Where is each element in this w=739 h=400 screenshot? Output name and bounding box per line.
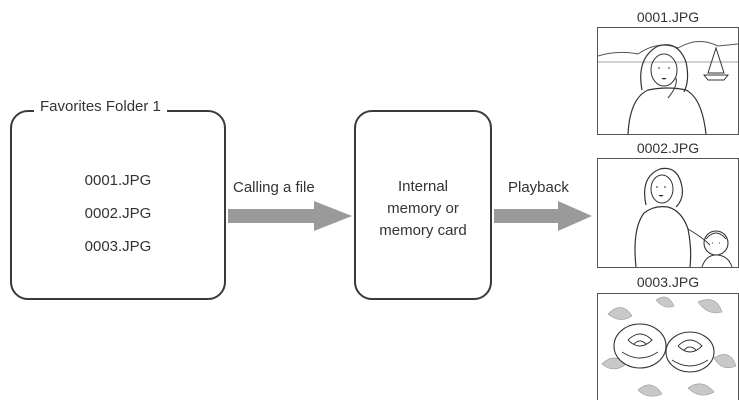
folder-file-item: 0001.JPG xyxy=(84,172,152,189)
memory-label-line: Internal xyxy=(397,178,449,195)
thumbnail-image-1 xyxy=(597,27,739,135)
thumbnail-caption: 0001.JPG xyxy=(636,9,700,25)
playback-arrow xyxy=(494,201,592,231)
calling-a-file-label: Calling a file xyxy=(233,179,315,196)
memory-label-line: memory or xyxy=(387,200,459,217)
memory-label: Internal memory or memory card xyxy=(354,176,492,242)
thumbnail-image-2 xyxy=(597,158,739,268)
folder-file-item: 0002.JPG xyxy=(84,205,152,222)
thumbnail-caption: 0003.JPG xyxy=(636,274,700,290)
favorites-folder-box xyxy=(10,110,226,300)
folder-file-list: 0001.JPG 0002.JPG 0003.JPG xyxy=(10,164,226,263)
favorites-folder-title: Favorites Folder 1 xyxy=(34,96,167,118)
woman-and-child-illustration xyxy=(634,167,733,267)
flowers-illustration xyxy=(601,296,737,397)
memory-label-line: memory card xyxy=(379,222,467,239)
thumbnail-image-3 xyxy=(597,293,739,400)
woman-lakeside-illustration xyxy=(598,41,738,134)
thumbnail-caption: 0002.JPG xyxy=(636,140,700,156)
folder-file-item: 0003.JPG xyxy=(84,238,152,255)
memory-box xyxy=(354,110,492,300)
calling-arrow xyxy=(228,201,352,231)
playback-label: Playback xyxy=(508,179,569,196)
